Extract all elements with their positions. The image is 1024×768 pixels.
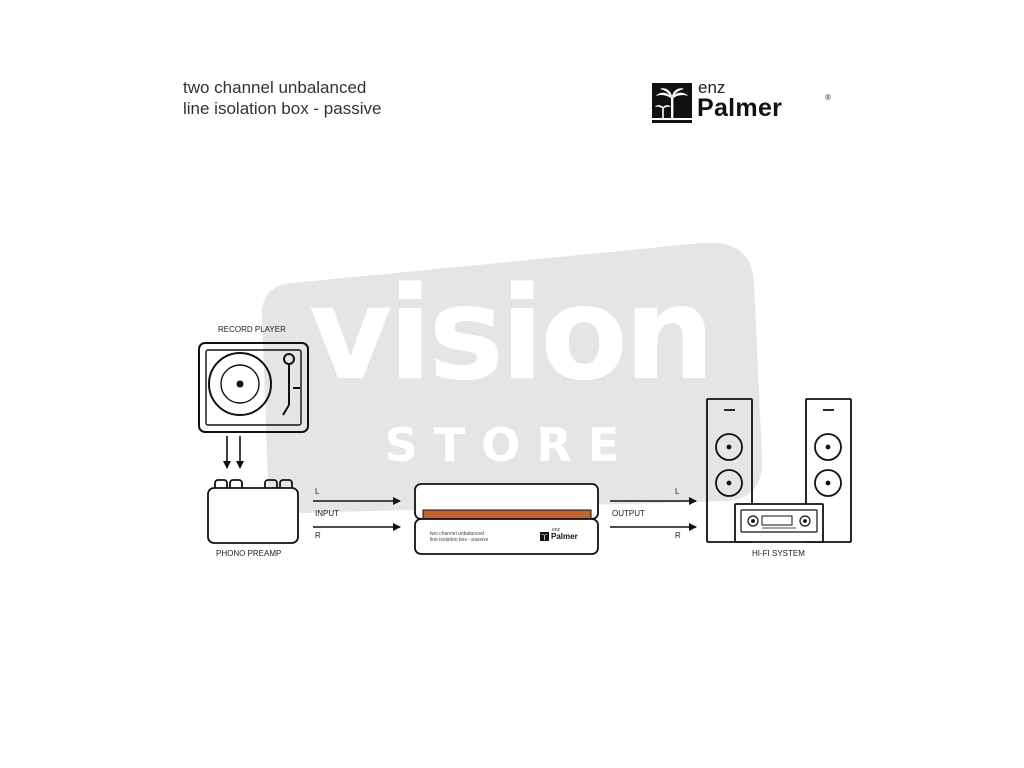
title-line-1: two channel unbalanced xyxy=(183,78,367,97)
input-label: INPUT xyxy=(315,509,339,518)
watermark-line-1: vision xyxy=(308,260,715,409)
hifi-system-label: HI-FI SYSTEM xyxy=(752,549,805,558)
logo-name: Palmer xyxy=(697,94,783,122)
isolation-box-text-line-2: line isolation box - passive xyxy=(430,537,489,543)
output-right-label: R xyxy=(675,531,681,540)
palm-tree-icon xyxy=(652,83,692,123)
isolation-box-icon xyxy=(414,483,599,555)
output-label: OUTPUT xyxy=(612,509,645,518)
input-right-label: R xyxy=(315,531,321,540)
phono-preamp-label: PHONO PREAMP xyxy=(216,549,282,558)
output-left-label: L xyxy=(675,487,680,496)
logo-registered-mark: ® xyxy=(825,93,831,102)
isolation-box-palm-icon xyxy=(540,532,549,541)
watermark-line-2: STORE xyxy=(384,418,636,472)
isolation-box-logo-name: Palmer xyxy=(551,532,578,541)
isolation-box-logo-prefix: enz xyxy=(552,527,561,533)
brand-logo: enz Palmer ® xyxy=(652,78,842,126)
isolation-box-text-line-1: two channel unbalanced xyxy=(430,531,484,537)
title-line-2: line isolation box - passive xyxy=(183,99,382,118)
product-title: two channel unbalanced line isolation bo… xyxy=(183,77,381,119)
input-left-label: L xyxy=(315,487,320,496)
logo-prefix: enz xyxy=(698,78,726,97)
isolation-box-text: two channel unbalanced line isolation bo… xyxy=(430,531,488,543)
record-player-label: RECORD PLAYER xyxy=(218,325,286,334)
phono-preamp-icon xyxy=(207,479,299,544)
watermark-shape xyxy=(262,243,762,513)
record-player-icon xyxy=(198,342,309,433)
hifi-system-icon xyxy=(706,398,852,543)
